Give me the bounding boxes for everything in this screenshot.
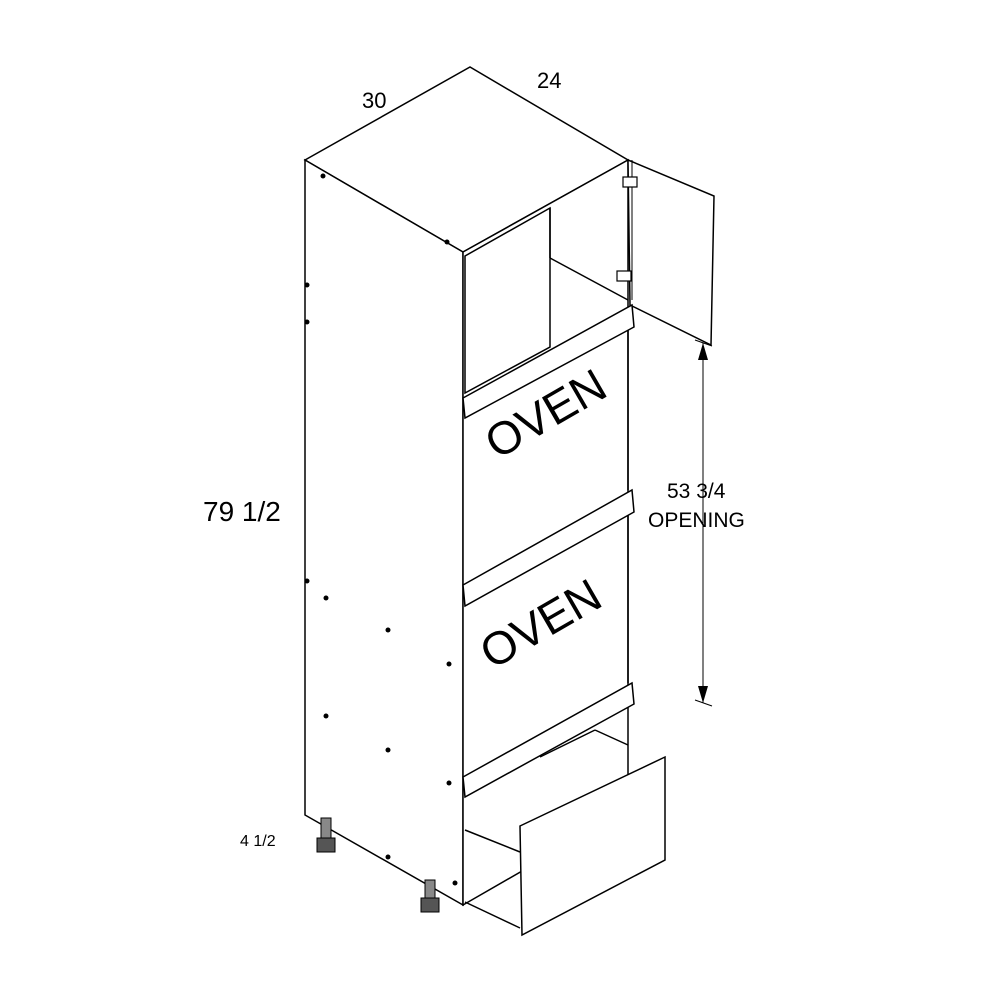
- height-dimension: 79 1/2: [203, 496, 281, 527]
- toe-kick-dimension: 4 1/2: [240, 833, 276, 850]
- assembly-holes: [304, 173, 458, 886]
- opening-dimension-label: OPENING: [648, 509, 745, 532]
- rail-3: [462, 681, 635, 799]
- rails: [462, 303, 635, 799]
- leg-front-right-icon: [420, 879, 440, 913]
- depth-dimension: 24: [537, 68, 561, 93]
- arrow-up-icon: [698, 343, 708, 360]
- drawer-front[interactable]: [519, 755, 666, 937]
- opening-dimension-value: 53 3/4: [667, 480, 726, 503]
- leg-front-left-icon: [316, 817, 336, 853]
- rail-2: [462, 488, 635, 608]
- upper-right-door-open: [627, 158, 715, 347]
- rail-1: [462, 303, 635, 420]
- width-dimension: 30: [362, 88, 386, 113]
- opening-dimension-line: [694, 339, 713, 707]
- arrow-down-icon: [698, 686, 708, 703]
- upper-left-door: [464, 206, 551, 395]
- cabinet-side-panel: [304, 158, 464, 907]
- hinge-bottom-icon: [616, 270, 632, 282]
- drawer-assembly: [464, 729, 666, 937]
- upper-compartment: [464, 158, 715, 395]
- hinge-top-icon: [622, 176, 638, 188]
